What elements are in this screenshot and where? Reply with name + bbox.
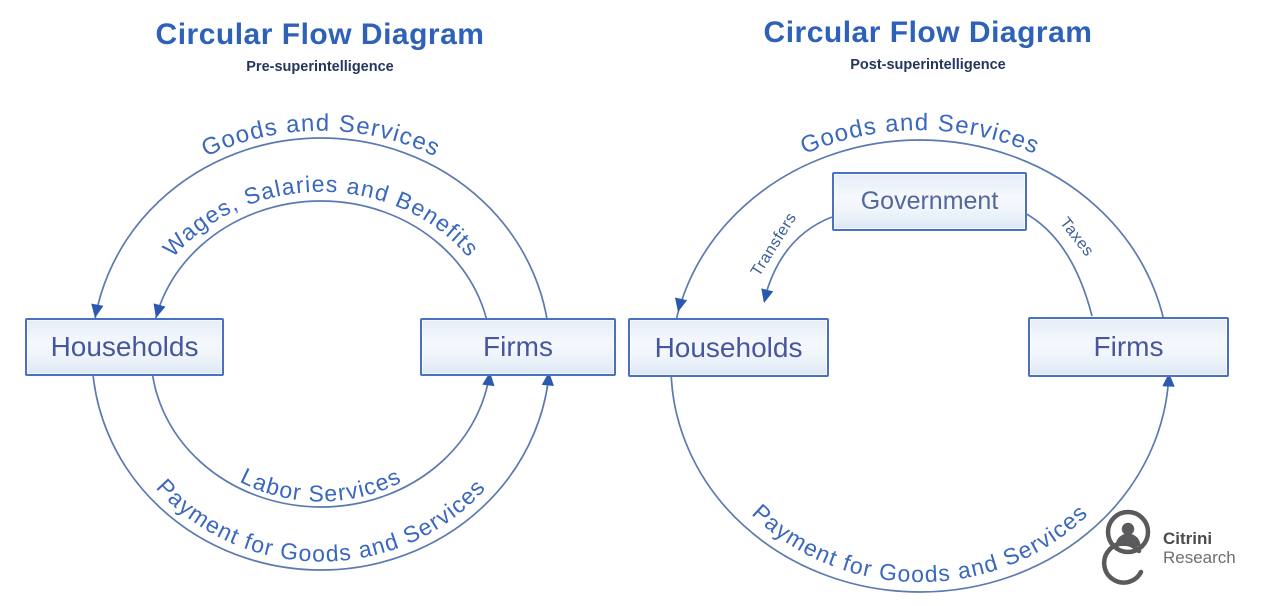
flow-label-taxes: Taxes bbox=[1056, 215, 1097, 260]
left-panel-title: Circular Flow Diagram bbox=[155, 18, 485, 51]
left-firms-box: Firms bbox=[420, 318, 616, 376]
citrini-logo-icon bbox=[1101, 509, 1151, 585]
right-panel-subtitle: Post-superintelligence bbox=[850, 57, 1006, 73]
left-panel-subtitle: Pre-superintelligence bbox=[246, 59, 394, 75]
arrowhead-left-wages-to-households bbox=[153, 303, 166, 318]
brand-name: Citrini bbox=[1163, 529, 1213, 548]
transfers-arc bbox=[763, 216, 833, 302]
right-households-box: Households bbox=[628, 318, 829, 377]
arrowhead-right-goods-to-households bbox=[674, 297, 688, 312]
government-box: Government bbox=[832, 172, 1027, 231]
arrowhead-left-goods-to-households bbox=[91, 303, 104, 318]
left-households-box: Households bbox=[25, 318, 224, 376]
citrini-research-branding: Citrini Research bbox=[1163, 529, 1236, 567]
flow-label-wages-salaries-benefits: Wages, Salaries and Benefits bbox=[157, 171, 484, 262]
right-firms-box: Firms bbox=[1028, 317, 1229, 377]
taxes-arc bbox=[1022, 211, 1093, 317]
arrowhead-right-payment-to-firms bbox=[1162, 373, 1175, 387]
flow-label-goods-services-right: Goods and Services bbox=[797, 109, 1044, 160]
right-panel-title: Circular Flow Diagram bbox=[763, 16, 1093, 49]
arrowhead-right-transfers-to-households bbox=[761, 288, 774, 303]
arrowhead-left-labor-to-firms bbox=[482, 372, 495, 387]
brand-type: Research bbox=[1163, 548, 1236, 568]
arrowhead-left-payment-to-firms bbox=[541, 372, 554, 386]
flow-label-labor-services: Labor Services bbox=[237, 463, 405, 507]
flow-label-payment-right: Payment for Goods and Services bbox=[747, 499, 1092, 587]
